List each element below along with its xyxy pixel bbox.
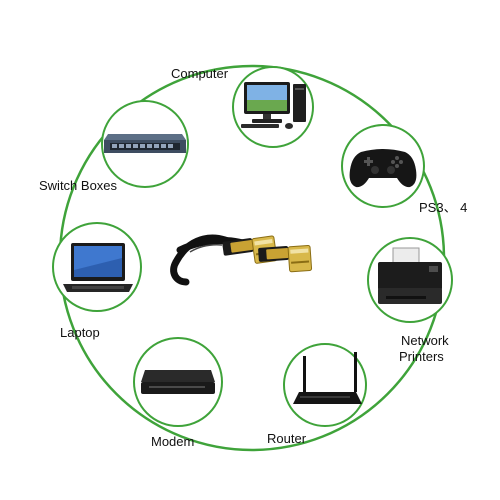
laptop-icon: [63, 243, 133, 292]
node-router-circle: [283, 343, 367, 427]
label-ps: PS3、 4: [419, 200, 468, 215]
modem-icon: [141, 370, 215, 394]
node-router: [283, 343, 367, 427]
label-printer-line1: Network: [401, 333, 449, 348]
wifi-router-icon: [293, 352, 362, 404]
label-router: Router: [267, 431, 307, 446]
desktop-computer-icon: [241, 82, 306, 129]
ethernet-cable-icon: [170, 234, 313, 286]
network-switch-icon: [104, 134, 186, 153]
node-printer: [367, 237, 453, 323]
node-laptop: [52, 222, 142, 312]
label-switch: Switch Boxes: [39, 178, 118, 193]
label-laptop: Laptop: [60, 325, 100, 340]
label-computer: Computer: [171, 66, 229, 81]
node-ps: [341, 124, 425, 208]
gamepad-icon: [349, 149, 417, 188]
label-modem: Modem: [151, 434, 195, 449]
node-computer: [232, 66, 314, 148]
node-switch: [101, 100, 189, 188]
label-printer-line2: Printers: [399, 349, 444, 364]
printer-icon: [378, 247, 442, 304]
node-modem: [133, 337, 223, 427]
